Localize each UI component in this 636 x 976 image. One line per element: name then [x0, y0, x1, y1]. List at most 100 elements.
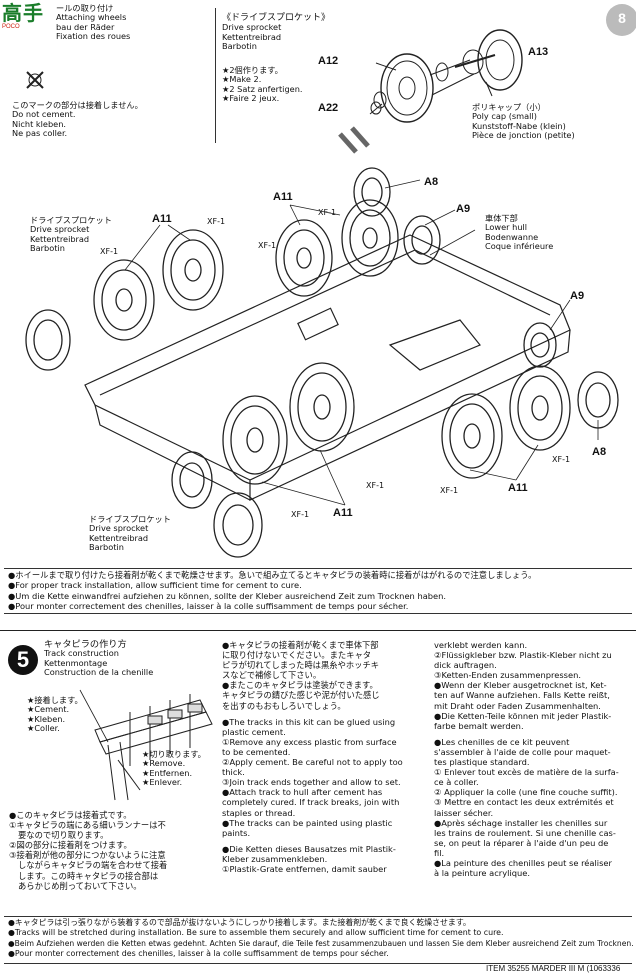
- polycap-label: ポリキャップ（小） Poly cap (small) Kunststoff-Na…: [472, 102, 575, 141]
- sprocket-left-de: Kettentreibrad: [30, 233, 90, 244]
- right-line: s'assembler à l'aide de colle pour maque…: [434, 746, 611, 757]
- right-line: laisser sécher.: [434, 807, 494, 818]
- make-jp: ★2個作ります。: [222, 65, 283, 75]
- logo-text: 高手: [2, 1, 44, 25]
- xf1-label-3: XF-1: [258, 241, 277, 250]
- nocement-fr: Ne pas coller.: [12, 128, 68, 139]
- xf1-label-6: XF-1: [440, 486, 459, 495]
- xf1-label-2: XF-1: [207, 217, 226, 226]
- nocement-en: Do not cement.: [12, 109, 76, 120]
- right-line: ●Les chenilles de ce kit peuvent: [434, 736, 570, 747]
- note-bottom-jp: ●キャタピラは引っ張りながら装着するので部品が抜けないようにしっかり接着します。…: [8, 918, 471, 927]
- jp-line: ●このキャタピラは接着式です。: [9, 810, 132, 820]
- mid-line: thick.: [222, 767, 245, 778]
- nocement-de: Nicht kleben.: [12, 118, 66, 129]
- right-line: ③ Mettre en contact les deux extrémités …: [434, 797, 614, 808]
- jp-line: ①キャタピラの端にある細いランナーは不: [9, 820, 166, 831]
- mid-line: に取り付けないでください。またキャタ: [222, 650, 372, 661]
- right-line: ●La peinture des chenilles peut se réali…: [434, 857, 612, 868]
- right-line: ②Flüssigkleber bzw. Plastik-Kleber nicht…: [434, 650, 612, 661]
- right-line: mit Draht oder Faden Zusammenhalten.: [434, 700, 601, 711]
- polycap-de: Kunststoff-Nabe (klein): [472, 120, 566, 131]
- drive-sprocket-left: ドライブスプロケット Drive sprocket Kettentreibrad…: [30, 215, 112, 254]
- step-number-5: 5: [8, 645, 38, 675]
- footer-item-code: ITEM 35255 MARDER III M (1063336: [486, 964, 621, 973]
- part-a8-upper: A8: [424, 176, 439, 188]
- section-separator: [0, 630, 636, 631]
- note-mid-en: ●For proper track installation, allow su…: [8, 580, 302, 591]
- mid-line: ●またこのキャタピラは塗装ができます。: [222, 680, 378, 691]
- mid-line: ●Die Ketten dieses Bausatzes mit Plastik…: [222, 843, 396, 854]
- remove-fr: ★Enlever.: [142, 777, 183, 788]
- make-de: ★2 Satz anfertigen.: [222, 83, 303, 94]
- note-bottom-de: ●Beim Aufziehen werden die Ketten etwas …: [8, 938, 634, 948]
- part-a13: A13: [528, 46, 549, 58]
- right-line: farbe bemalt werden.: [434, 720, 524, 731]
- hull-fr: Coque inférieure: [485, 241, 554, 252]
- right-line: à la peinture acrylique.: [434, 868, 531, 879]
- mid-line: plastic cement.: [222, 726, 286, 737]
- mid-line: paints.: [222, 827, 251, 838]
- page-number: 8: [618, 10, 626, 26]
- note-mid-jp: ●ホイールまで取り付けたら接着剤が乾くまで乾燥させます。急いで組み立てるとキャタ…: [8, 570, 537, 580]
- right-line: ●Die Ketten-Teile können mit jeder Plast…: [434, 710, 612, 721]
- note-bottom-en: ●Tracks will be stretched during install…: [8, 928, 504, 938]
- right-line: verklebt werden kann.: [434, 640, 528, 650]
- sprocket-left-en: Drive sprocket: [30, 224, 90, 235]
- attach-fr: Fixation des roues: [56, 31, 131, 42]
- polycap-fr: Pièce de jonction (petite): [472, 130, 575, 141]
- mid-line: を出すのもおもしろいでしょう。: [222, 700, 346, 711]
- xf1-label-1: XF-1: [318, 208, 337, 217]
- mid-line: ●キャタピラの接着剤が乾くまで車体下部: [222, 640, 379, 650]
- road-wheels-lower: [171, 322, 619, 558]
- part-a8-right: A8: [592, 446, 607, 458]
- right-line: ce à coller.: [434, 777, 479, 788]
- right-line: fil.: [434, 847, 445, 858]
- jp-line: あらかじめ削っておいて下さい。: [18, 880, 142, 891]
- remove-de: ★Entfernen.: [142, 767, 193, 778]
- cement-de: ★Kleben.: [27, 713, 66, 724]
- drive-sprocket-bottom: ドライブスプロケット Drive sprocket Kettentreibrad…: [89, 514, 171, 553]
- jp-line: しながらキャタピラの端を合わせて接着: [18, 860, 168, 871]
- step5-right-column: verklebt werden kann. ②Flüssigkleber bzw…: [434, 640, 619, 878]
- sprocket-title-de: Kettentreibrad: [222, 31, 282, 42]
- right-line: ② Appliquer la colle (une fine couche su…: [434, 787, 618, 798]
- sprocket-left-fr: Barbotin: [30, 243, 65, 254]
- note-mid-fr: ●Pour monter correctement des chenilles,…: [8, 601, 409, 612]
- step5-title-jp: キャタピラの作り方: [44, 639, 127, 650]
- sprocket-title-en: Drive sprocket: [222, 22, 282, 33]
- sprocket-make-2: ★2個作ります。 ★Make 2. ★2 Satz anfertigen. ★F…: [222, 65, 303, 104]
- attach-en: Attaching wheels: [56, 12, 127, 23]
- sprocket-bottom-jp: ドライブスプロケット: [89, 514, 171, 524]
- note-mid-de: ●Um die Kette einwandfrei aufziehen zu k…: [8, 590, 447, 601]
- remove-en: ★Remove.: [142, 758, 186, 769]
- part-a12: A12: [318, 55, 339, 67]
- lower-hull-label: 車体下部 Lower hull Bodenwanne Coque inférie…: [485, 213, 554, 252]
- polycap-jp: ポリキャップ（小）: [472, 102, 546, 112]
- divider-vertical: [215, 8, 216, 143]
- sprocket-exploded-view: [338, 29, 523, 154]
- part-a11-right: A11: [508, 482, 528, 494]
- remove-jp: ★切り取ります。: [142, 749, 206, 759]
- part-a9-right: A9: [570, 290, 585, 302]
- part-a9-upper: A9: [456, 203, 471, 215]
- step5-jp-instructions: ●このキャタピラは接着式です。 ①キャタピラの端にある細いランナーは不 要なので…: [9, 810, 167, 891]
- right-line: ten auf Wanne aufziehen. Falls Kette rei…: [434, 690, 610, 701]
- cement-fr: ★Coller.: [27, 723, 60, 734]
- mid-line: キャタピラの錆びた感じや泥が付いた感じ: [222, 690, 380, 701]
- right-line: les trains de roulement. Si une chenille…: [434, 827, 616, 838]
- mid-line: to be cemented.: [222, 746, 291, 757]
- attach-de: bau der Räder: [56, 21, 115, 32]
- step5-title: キャタピラの作り方 Track construction Kettenmonta…: [44, 640, 153, 678]
- right-line: ●Après séchage installer les chenilles s…: [434, 817, 608, 828]
- mid-line: ●Attach track to hull after cement has: [222, 787, 383, 798]
- right-line: dick auftragen.: [434, 660, 497, 671]
- attaching-wheels-heading: ールの取り付け Attaching wheels bau der Räder F…: [56, 3, 131, 42]
- page-number-tab: [606, 4, 636, 36]
- no-cement-mark: [26, 71, 44, 89]
- jp-line: ②図の部分に接着剤をつけます。: [9, 840, 132, 851]
- hull-en: Lower hull: [485, 222, 528, 233]
- nocement-jp: このマークの部分は接着しません。: [12, 100, 143, 110]
- cement-jp: ★接着します。: [27, 695, 83, 705]
